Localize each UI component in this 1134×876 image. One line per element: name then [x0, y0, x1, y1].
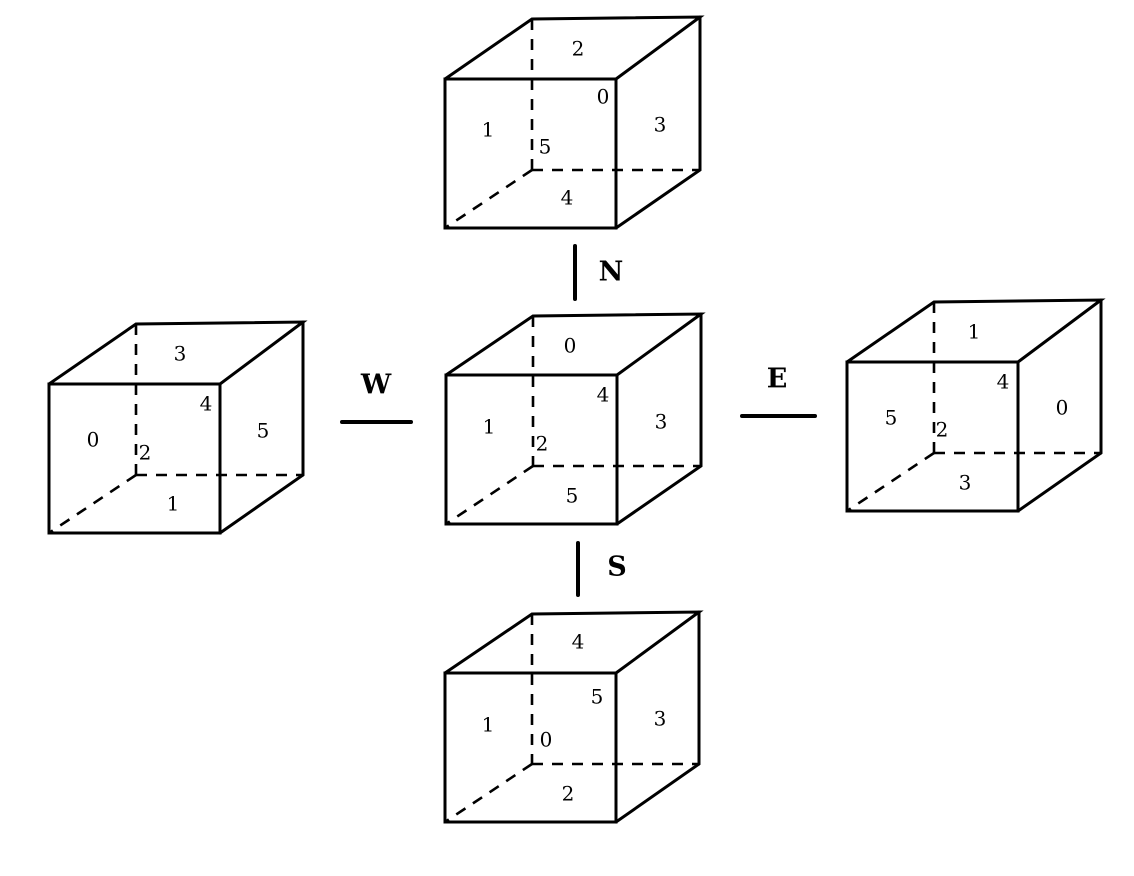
cube-west-face-back: 4	[200, 392, 213, 416]
cube-east-face-bottom: 3	[959, 471, 972, 495]
cube-center-face-back: 4	[597, 383, 610, 407]
cube-south-face-bottom: 2	[562, 782, 575, 806]
cube-center-face-front: 1	[483, 415, 496, 439]
cube-west-face-bottom: 1	[167, 492, 180, 516]
cube-north-face-right: 3	[654, 113, 667, 137]
cube-south-face-left: 0	[540, 728, 553, 752]
cube-north-face-top: 2	[572, 37, 585, 61]
direction-label-south: S	[607, 552, 627, 583]
cube-west-face-left: 2	[139, 441, 152, 465]
direction-label-west: W	[360, 370, 392, 401]
cube-south-visible-edges	[443, 610, 704, 824]
cube-center-face-left: 2	[536, 432, 549, 456]
cube-center-visible-edges	[444, 312, 706, 526]
cube-west-face-top: 3	[174, 342, 187, 366]
cube-south-face-front: 1	[482, 713, 495, 737]
cube-west-face-right: 5	[257, 419, 270, 443]
direction-label-north: N	[599, 257, 624, 288]
cube-east-face-front: 5	[885, 406, 898, 430]
cube-north: 2 0 1 3 5 4	[443, 15, 705, 230]
cube-east-face-right: 0	[1056, 396, 1069, 420]
cube-east-visible-edges	[845, 298, 1106, 513]
cube-north-face-left: 5	[539, 135, 552, 159]
cube-east-face-back: 4	[997, 370, 1010, 394]
cube-south-face-right: 3	[654, 707, 667, 731]
cube-north-face-front: 1	[482, 118, 495, 142]
cube-center-face-top: 0	[564, 334, 577, 358]
cube-south-face-back: 5	[591, 685, 604, 709]
cube-west-face-front: 0	[87, 428, 100, 452]
cube-north-face-bottom: 4	[561, 186, 574, 210]
cube-center: 0 4 1 3 2 5	[444, 312, 706, 526]
cube-east-face-top: 1	[968, 320, 981, 344]
cube-south: 4 5 1 3 0 2	[443, 610, 704, 824]
cube-center-face-bottom: 5	[566, 484, 579, 508]
cube-west-visible-edges	[47, 320, 308, 535]
cube-west: 3 4 0 5 2 1	[47, 320, 308, 535]
cube-north-visible-edges	[443, 15, 705, 230]
cube-north-face-back: 0	[597, 85, 610, 109]
cube-east-face-left: 2	[936, 418, 949, 442]
cube-east: 1 4 5 0 2 3	[845, 298, 1106, 513]
direction-label-east: E	[767, 364, 788, 395]
cube-center-face-right: 3	[655, 410, 668, 434]
cube-south-face-top: 4	[572, 630, 585, 654]
